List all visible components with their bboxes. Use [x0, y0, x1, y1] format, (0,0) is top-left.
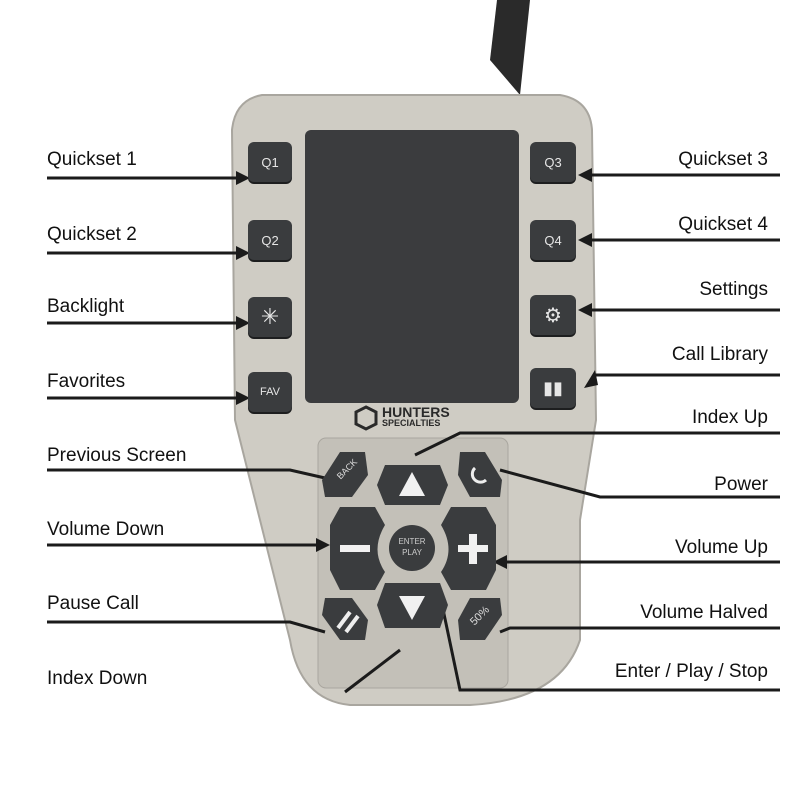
leader-lines [47, 173, 780, 694]
book-icon: ▮▮ [543, 377, 563, 398]
arrowheads [236, 168, 598, 569]
quickset-1-button[interactable]: Q1 [248, 142, 292, 182]
label-volume-halved: Volume Halved [640, 602, 768, 623]
play-text: PLAY [402, 548, 422, 557]
label-quickset-4: Quickset 4 [678, 214, 768, 235]
logo-line-1: HUNTERS [382, 404, 450, 420]
logo-mark [354, 405, 378, 431]
label-previous-screen: Previous Screen [47, 445, 187, 466]
screen [305, 130, 519, 403]
plus-icon-v [469, 534, 477, 564]
cord [490, 0, 530, 95]
label-volume-down: Volume Down [47, 519, 165, 540]
label-index-up: Index Up [691, 407, 768, 428]
quickset-4-button[interactable]: Q4 [530, 220, 576, 260]
quickset-3-button[interactable]: Q3 [530, 142, 576, 182]
power-icon [470, 466, 488, 484]
power-button-shape [458, 452, 502, 497]
pause-icon [336, 610, 360, 634]
label-volume-up: Volume Up [675, 537, 768, 558]
quickset-2-button[interactable]: Q2 [248, 220, 292, 260]
minus-icon [340, 545, 370, 552]
enter-text: ENTER [398, 537, 426, 546]
label-favorites: Favorites [47, 371, 126, 392]
back-button-shape [322, 452, 368, 497]
backlight-icon: ✳ [260, 304, 280, 329]
brand-logo: HUNTERS SPECIALTIES [382, 404, 450, 429]
favorites-button[interactable]: FAV [248, 372, 292, 412]
label-pause-call: Pause Call [47, 593, 139, 614]
label-power: Power [714, 474, 768, 495]
label-call-library: Call Library [671, 344, 768, 365]
label-backlight: Backlight [47, 296, 125, 317]
gear-icon: ⚙ [544, 304, 562, 327]
label-index-down: Index Down [47, 668, 148, 689]
half-volume-button-shape [458, 598, 502, 640]
enter-play-label[interactable]: ENTER PLAY [389, 536, 435, 558]
backlight-button[interactable]: ✳ [248, 297, 292, 337]
index-up-arrow [399, 472, 425, 496]
label-quickset-2: Quickset 2 [47, 224, 137, 245]
label-quickset-3: Quickset 3 [678, 149, 768, 170]
label-settings: Settings [699, 279, 768, 300]
label-enter-play-stop: Enter / Play / Stop [614, 661, 768, 682]
label-quickset-1: Quickset 1 [47, 149, 137, 170]
index-down-arrow [399, 596, 425, 620]
call-library-button[interactable]: ▮▮ [530, 368, 576, 408]
enter-play-button [389, 525, 435, 571]
logo-line-2: SPECIALTIES [382, 418, 441, 428]
settings-button[interactable]: ⚙ [530, 295, 576, 335]
